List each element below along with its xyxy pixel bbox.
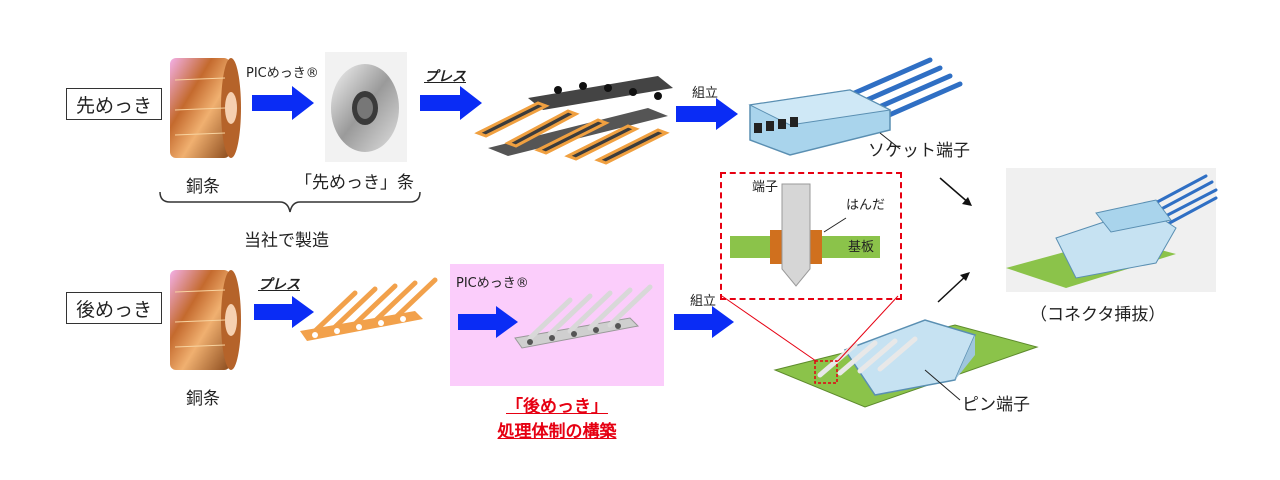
- pic-plating-label-bottom: PICめっき®: [456, 276, 529, 291]
- arrow-right-icon: [676, 98, 738, 130]
- socket-terminal-label: ソケット端子: [868, 141, 970, 161]
- mated-connector-image: [1006, 174, 1218, 288]
- arrow-right-icon: [254, 296, 314, 328]
- arrow-down-right-icon: [939, 177, 972, 206]
- copper-coil-image-top: [170, 58, 241, 158]
- arrow-right-icon: [674, 306, 734, 338]
- press-label-bottom: プレス: [258, 277, 300, 293]
- detail-terminal-label: 端子: [752, 180, 779, 195]
- stamped-strip-image-top: [474, 76, 673, 165]
- assembly-label-top: 組立: [692, 86, 719, 101]
- coil-caption-bottom: 銅条: [186, 389, 220, 409]
- arrow-right-icon: [420, 86, 482, 120]
- pic-plating-label-top: PICめっき®: [246, 66, 319, 81]
- copper-coil-image-bottom: [170, 270, 241, 370]
- brace-caption: 当社で製造: [244, 231, 329, 251]
- pin-connector-image: [773, 319, 1039, 408]
- post-plating-label: 後めっき: [66, 292, 162, 324]
- pin-terminal-label: ピン端子: [962, 395, 1030, 415]
- socket-connector-image: [748, 57, 963, 156]
- press-label-top: プレス: [424, 69, 466, 85]
- assembly-label-bottom: 組立: [690, 294, 717, 309]
- detail-board-label: 基板: [848, 240, 875, 255]
- strip-caption: 「先めっき」条: [295, 173, 414, 193]
- arrow-right-icon: [252, 86, 314, 120]
- plated-strip-coil-image: [325, 52, 407, 162]
- arrow-right-icon: [458, 306, 518, 338]
- stamped-strip-image-bottom: [300, 277, 438, 341]
- plated-pins-image: [514, 284, 653, 349]
- arrow-up-right-icon: [937, 272, 970, 303]
- pre-plating-label: 先めっき: [66, 88, 162, 120]
- highlight-title: 「後めっき」 処理体制の構築: [497, 397, 617, 442]
- solder-detail-image: [730, 183, 880, 287]
- coil-caption-top: 銅条: [186, 177, 220, 197]
- detail-solder-label: はんだ: [846, 198, 886, 213]
- result-caption: （コネクタ挿抜）: [1030, 305, 1166, 325]
- brace-bracket: [159, 191, 421, 213]
